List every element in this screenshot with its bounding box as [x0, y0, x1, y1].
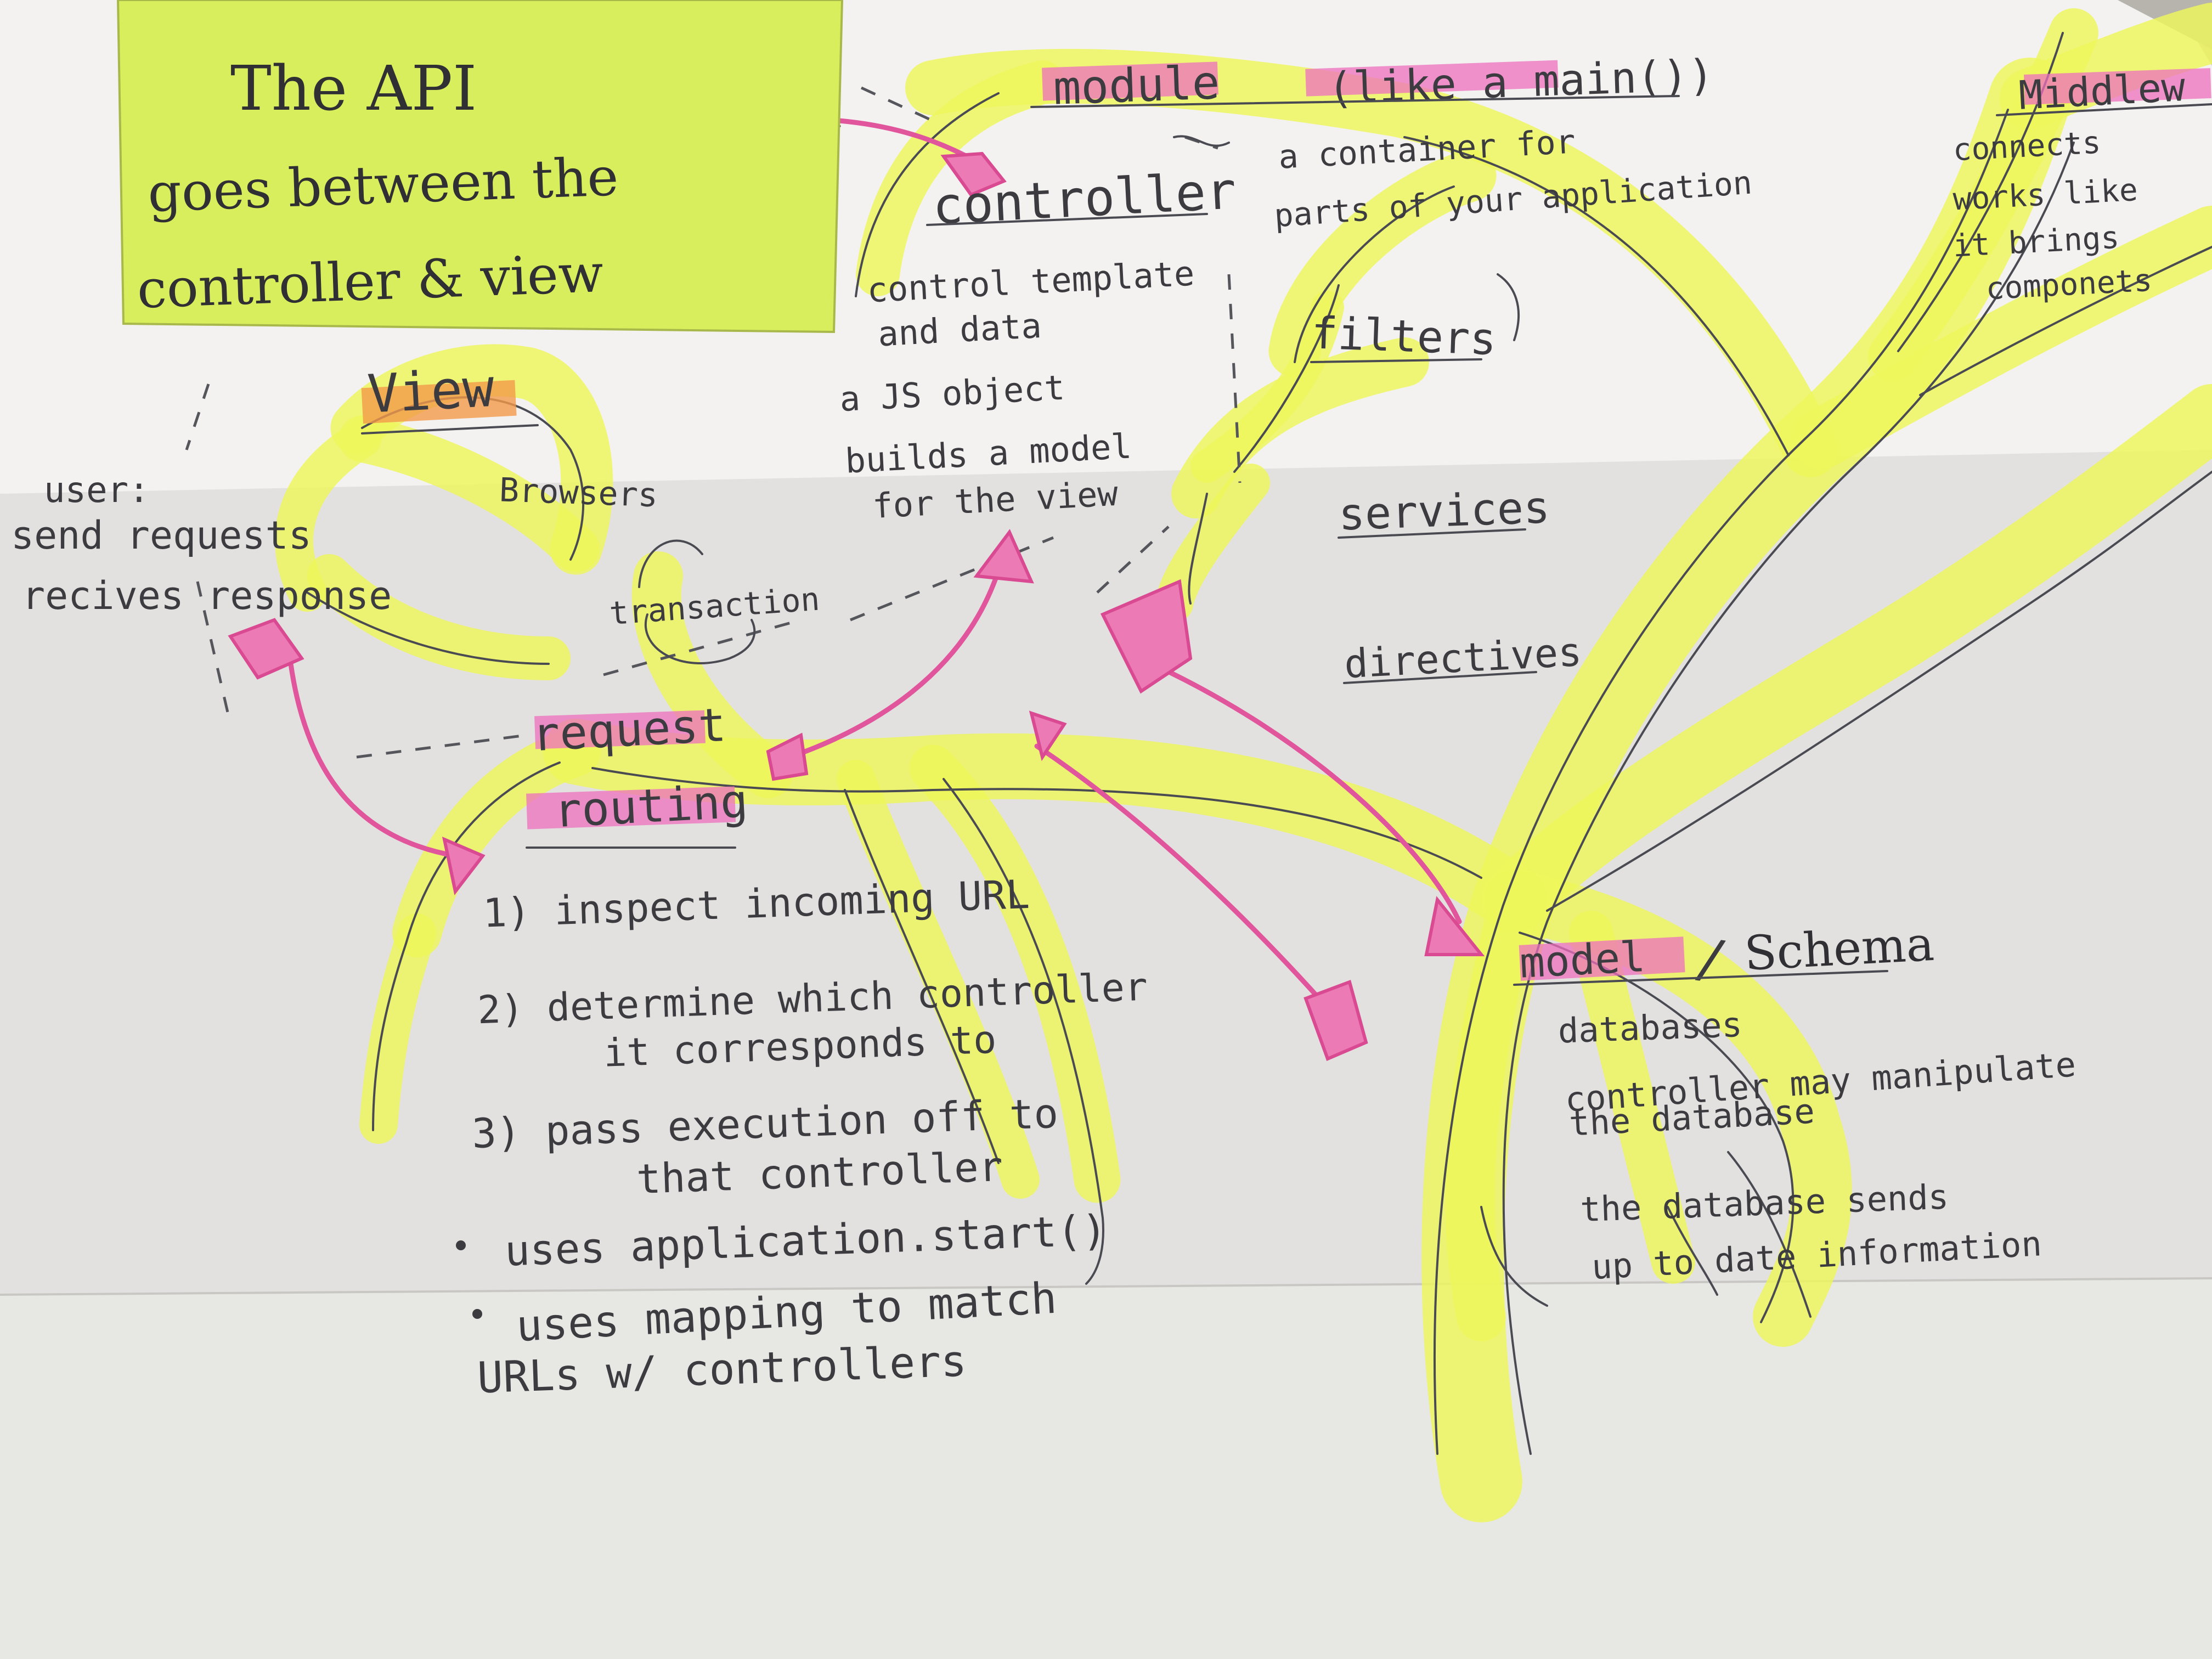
model-line-1: databases — [1558, 1005, 1743, 1051]
paper-fold — [0, 1277, 2212, 1296]
controller-bullet-1b: and data — [877, 306, 1042, 354]
controller-section: controller control template and data a J… — [839, 161, 1238, 526]
view-user-label: user: — [44, 470, 150, 511]
routing-bullet-dot-1 — [456, 1240, 466, 1250]
services-label: services — [1338, 482, 1550, 540]
view-user-send: send requests — [11, 513, 312, 558]
routing-label: routing — [552, 774, 749, 838]
view-browsers: Browsers — [499, 471, 658, 515]
paper-lower-shade — [0, 1278, 2212, 1659]
middleware-section: Middlew connects works like it brings co… — [1952, 64, 2212, 307]
sticky-note-line1: The API — [230, 53, 477, 125]
routing-bullet-dot-2 — [472, 1309, 482, 1319]
view-user-receive: recives response — [22, 573, 392, 618]
schema-title: Schema — [1743, 917, 1936, 981]
view-title: View — [366, 357, 496, 425]
middleware-bullet-1: connects — [1952, 125, 2102, 168]
middleware-bullet-4: componets — [1985, 263, 2153, 307]
model-title: model — [1519, 932, 1646, 988]
sticky-note: The API goes between the controller & vi… — [116, 0, 844, 334]
filters-label: filters — [1311, 307, 1497, 365]
middleware-bullet-3: it brings — [1952, 220, 2120, 264]
pink-arrows — [228, 118, 1485, 1062]
request-label: request — [531, 698, 727, 761]
